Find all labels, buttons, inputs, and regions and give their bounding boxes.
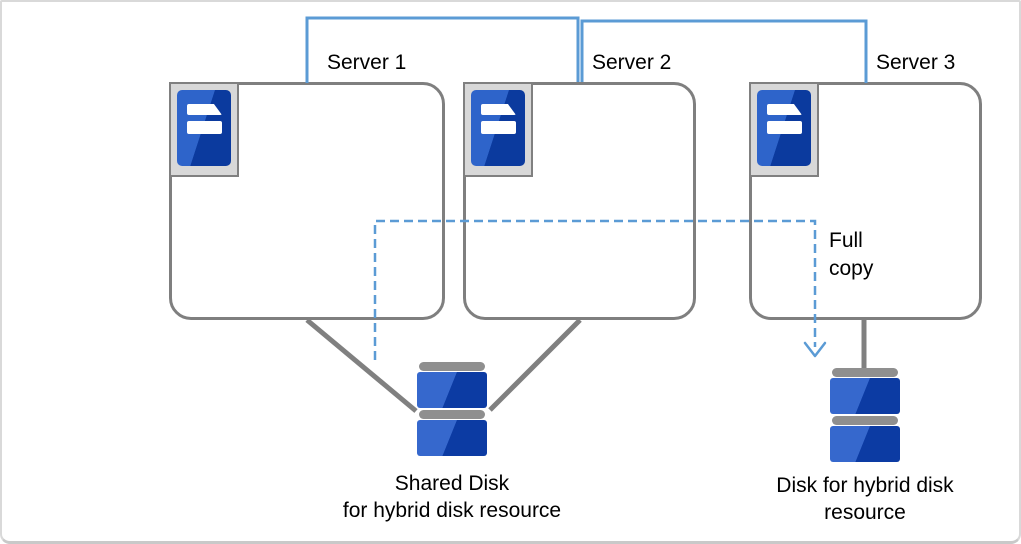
shared-disk-icon bbox=[417, 362, 487, 457]
server-slot bbox=[767, 121, 802, 134]
disk-unit bbox=[830, 378, 900, 414]
hybrid-disk-icon bbox=[830, 368, 900, 463]
server-slot bbox=[481, 104, 516, 115]
hybrid-disk-label-line2: resource bbox=[824, 501, 906, 524]
server1-shared-disk-link bbox=[305, 318, 418, 413]
server1-icon bbox=[169, 82, 239, 177]
server1-label: Server 1 bbox=[327, 51, 407, 74]
disk-platter-bar bbox=[832, 416, 898, 425]
disk-unit bbox=[830, 426, 900, 462]
arrow-down-icon bbox=[803, 341, 827, 358]
full-copy-label-line2: copy bbox=[829, 257, 874, 280]
disk-platter-bar bbox=[419, 362, 485, 371]
disk-platter-bar bbox=[419, 410, 485, 419]
server-slot bbox=[187, 104, 222, 115]
disk-platter-bar bbox=[832, 368, 898, 377]
server3-icon bbox=[749, 82, 819, 177]
full-copy-label: Full copy bbox=[829, 227, 873, 283]
server-slot bbox=[767, 104, 802, 115]
full-copy-label-line1: Full bbox=[829, 229, 863, 252]
server2-icon bbox=[463, 82, 533, 177]
shared-disk-label: Shared Disk for hybrid disk resource bbox=[302, 470, 602, 524]
server-slot bbox=[187, 121, 222, 134]
shared-disk-label-line2: for hybrid disk resource bbox=[342, 499, 562, 522]
shared-disk-label-line1: Shared Disk bbox=[394, 472, 510, 495]
hybrid-disk-label: Disk for hybrid disk resource bbox=[715, 472, 1015, 526]
server2-label: Server 2 bbox=[592, 51, 672, 74]
disk-unit bbox=[417, 420, 487, 456]
disk-unit bbox=[417, 372, 487, 408]
server2-shared-disk-link bbox=[488, 318, 582, 412]
server-slot bbox=[481, 121, 516, 134]
server3-label: Server 3 bbox=[876, 51, 956, 74]
hybrid-disk-label-line1: Disk for hybrid disk bbox=[776, 474, 954, 497]
